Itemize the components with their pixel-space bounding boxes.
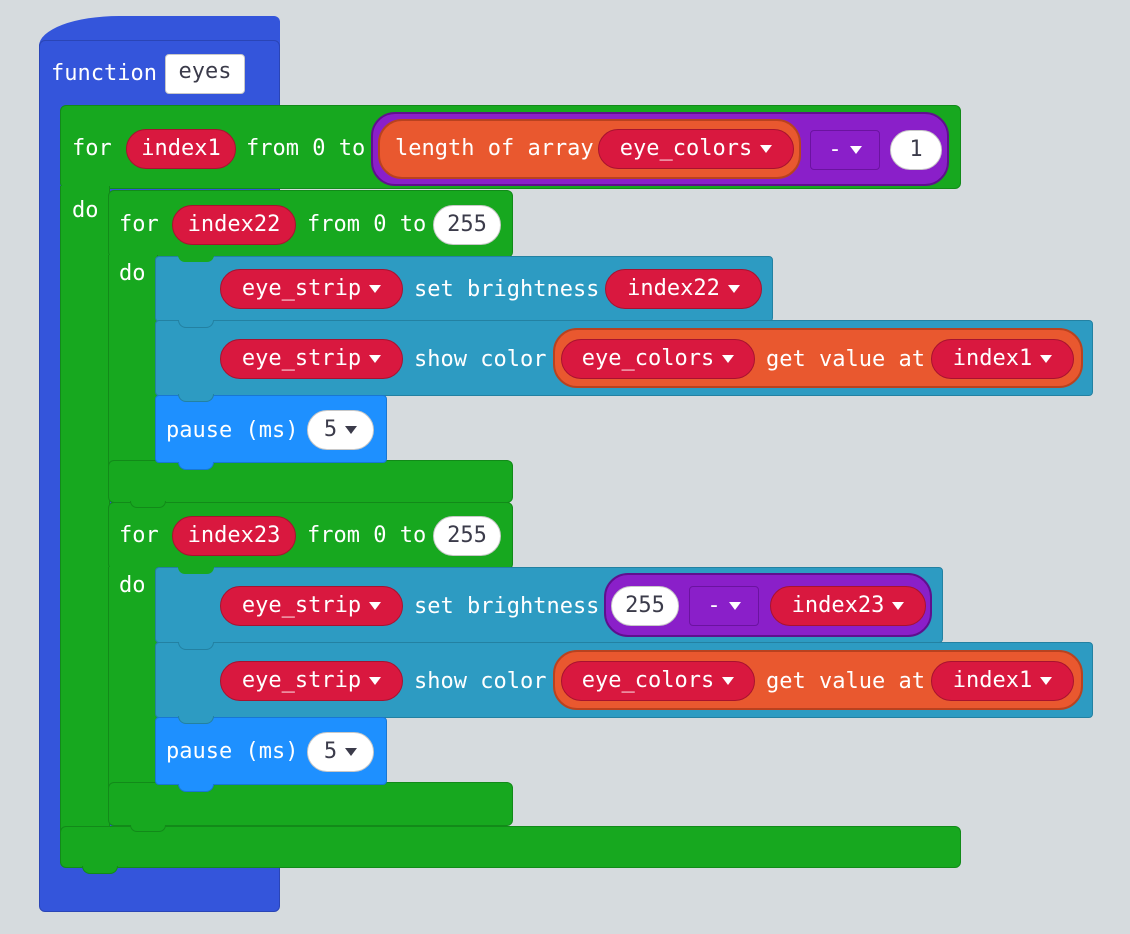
outer-operator-text: - [828, 137, 842, 162]
caret-down-icon [728, 602, 741, 610]
loop2-get-index[interactable]: index1 [931, 661, 1074, 701]
loop2-from-label: from 0 to [307, 523, 427, 548]
caret-down-icon [369, 285, 382, 293]
loop1-get-label: get value at [766, 347, 925, 372]
loop2-show-notch [178, 642, 214, 650]
loop1-do-label: do [119, 261, 146, 286]
caret-down-icon [369, 355, 382, 363]
loop2-set-num-text: 255 [625, 593, 665, 618]
outer-operand-field[interactable]: 1 [890, 130, 942, 170]
loop2-set-var[interactable]: index23 [770, 586, 926, 626]
caret-down-icon [722, 677, 735, 685]
loop2-pause-text: 5 [323, 739, 338, 764]
outer-loop-var[interactable]: index1 [126, 129, 236, 169]
loop1-var-text: index22 [187, 212, 281, 237]
caret-down-icon [727, 285, 740, 293]
outer-loop-var-text: index1 [141, 136, 221, 161]
loop2-operator-text: - [707, 593, 721, 618]
loop1-set-label: set brightness [414, 277, 600, 302]
outer-for-loop-foot [60, 826, 961, 868]
loop2-pause-label: pause (ms) [166, 739, 299, 764]
loop2-to-field[interactable]: 255 [433, 516, 501, 556]
loop2-var[interactable]: index23 [172, 516, 296, 556]
loop1-show-strip-text: eye_strip [241, 346, 362, 371]
function-keyword: function [51, 61, 157, 86]
loop1-get-index-text: index1 [952, 346, 1033, 371]
loop1-show-array-text: eye_colors [581, 346, 715, 371]
loop2-notch-bottom [130, 825, 166, 832]
loop1-set-notch [178, 255, 214, 262]
loop1-show-strip[interactable]: eye_strip [220, 339, 403, 379]
loop1-arm [108, 255, 158, 465]
loop1-pause-text: 5 [323, 417, 338, 442]
function-name-field[interactable]: eyes [165, 54, 245, 94]
outer-loop-notch [82, 866, 118, 874]
loop2-pause-notch-bottom [178, 784, 214, 792]
caret-down-icon [369, 602, 382, 610]
caret-down-icon [1040, 677, 1053, 685]
loop1-set-strip-text: eye_strip [241, 276, 362, 301]
loop2-show-array-text: eye_colors [581, 668, 715, 693]
loop1-var[interactable]: index22 [172, 205, 296, 245]
loop2-to-text: 255 [447, 523, 487, 548]
loop1-for-label: for [119, 212, 159, 237]
length-of-array-label: length of array [395, 136, 594, 161]
outer-operator-dropdown[interactable]: - [810, 130, 880, 170]
outer-from-label: from 0 to [246, 136, 366, 161]
loop2-for-label: for [119, 523, 159, 548]
loop2-pause-field[interactable]: 5 [307, 732, 374, 772]
outer-array-var[interactable]: eye_colors [598, 129, 794, 169]
caret-down-icon [345, 748, 358, 756]
caret-down-icon [345, 426, 358, 434]
loop1-pause-notch-bottom [178, 462, 214, 470]
loop2-get-index-text: index1 [952, 668, 1033, 693]
caret-down-icon [760, 145, 773, 153]
loop1-pause-notch-top [178, 394, 214, 402]
loop2-pause-notch-top [178, 716, 214, 724]
outer-for-label: for [72, 136, 112, 161]
loop1-from-label: from 0 to [307, 212, 427, 237]
loop1-pause-label: pause (ms) [166, 418, 299, 443]
loop2-show-label: show color [414, 669, 547, 694]
loop2-show-array[interactable]: eye_colors [561, 661, 755, 701]
loop2-do-label: do [119, 573, 146, 598]
loop1-set-strip[interactable]: eye_strip [220, 269, 403, 309]
caret-down-icon [892, 602, 905, 610]
loop2-set-label: set brightness [414, 594, 600, 619]
loop2-var-text: index23 [187, 523, 281, 548]
loop2-set-num[interactable]: 255 [611, 586, 679, 626]
loop1-show-notch [178, 320, 214, 328]
loop1-show-array[interactable]: eye_colors [561, 339, 755, 379]
loop1-set-value-text: index22 [627, 276, 720, 301]
caret-down-icon [849, 146, 862, 154]
outer-array-var-text: eye_colors [619, 136, 753, 161]
loop1-get-index[interactable]: index1 [931, 339, 1074, 379]
loop2-set-strip-text: eye_strip [241, 593, 362, 618]
outer-for-loop-arm [60, 186, 110, 836]
caret-down-icon [722, 355, 735, 363]
loop2-operator-dropdown[interactable]: - [689, 586, 759, 626]
loop2-show-strip[interactable]: eye_strip [220, 661, 403, 701]
loop2-set-notch [178, 567, 214, 574]
loop1-pause-field[interactable]: 5 [307, 410, 374, 450]
loop2-notch-top [130, 501, 166, 508]
outer-operand-text: 1 [909, 137, 923, 162]
loop2-get-label: get value at [766, 669, 925, 694]
loop2-set-strip[interactable]: eye_strip [220, 586, 403, 626]
loop2-foot [108, 782, 513, 826]
outer-do-label: do [72, 198, 99, 223]
loop1-to-field[interactable]: 255 [433, 205, 501, 245]
loop1-to-text: 255 [447, 212, 487, 237]
caret-down-icon [369, 677, 382, 685]
loop2-set-var-text: index23 [791, 593, 885, 618]
loop1-foot [108, 460, 513, 503]
loop2-show-strip-text: eye_strip [241, 668, 362, 693]
loop1-set-value[interactable]: index22 [605, 269, 762, 309]
loop1-show-label: show color [414, 347, 547, 372]
caret-down-icon [1040, 355, 1053, 363]
